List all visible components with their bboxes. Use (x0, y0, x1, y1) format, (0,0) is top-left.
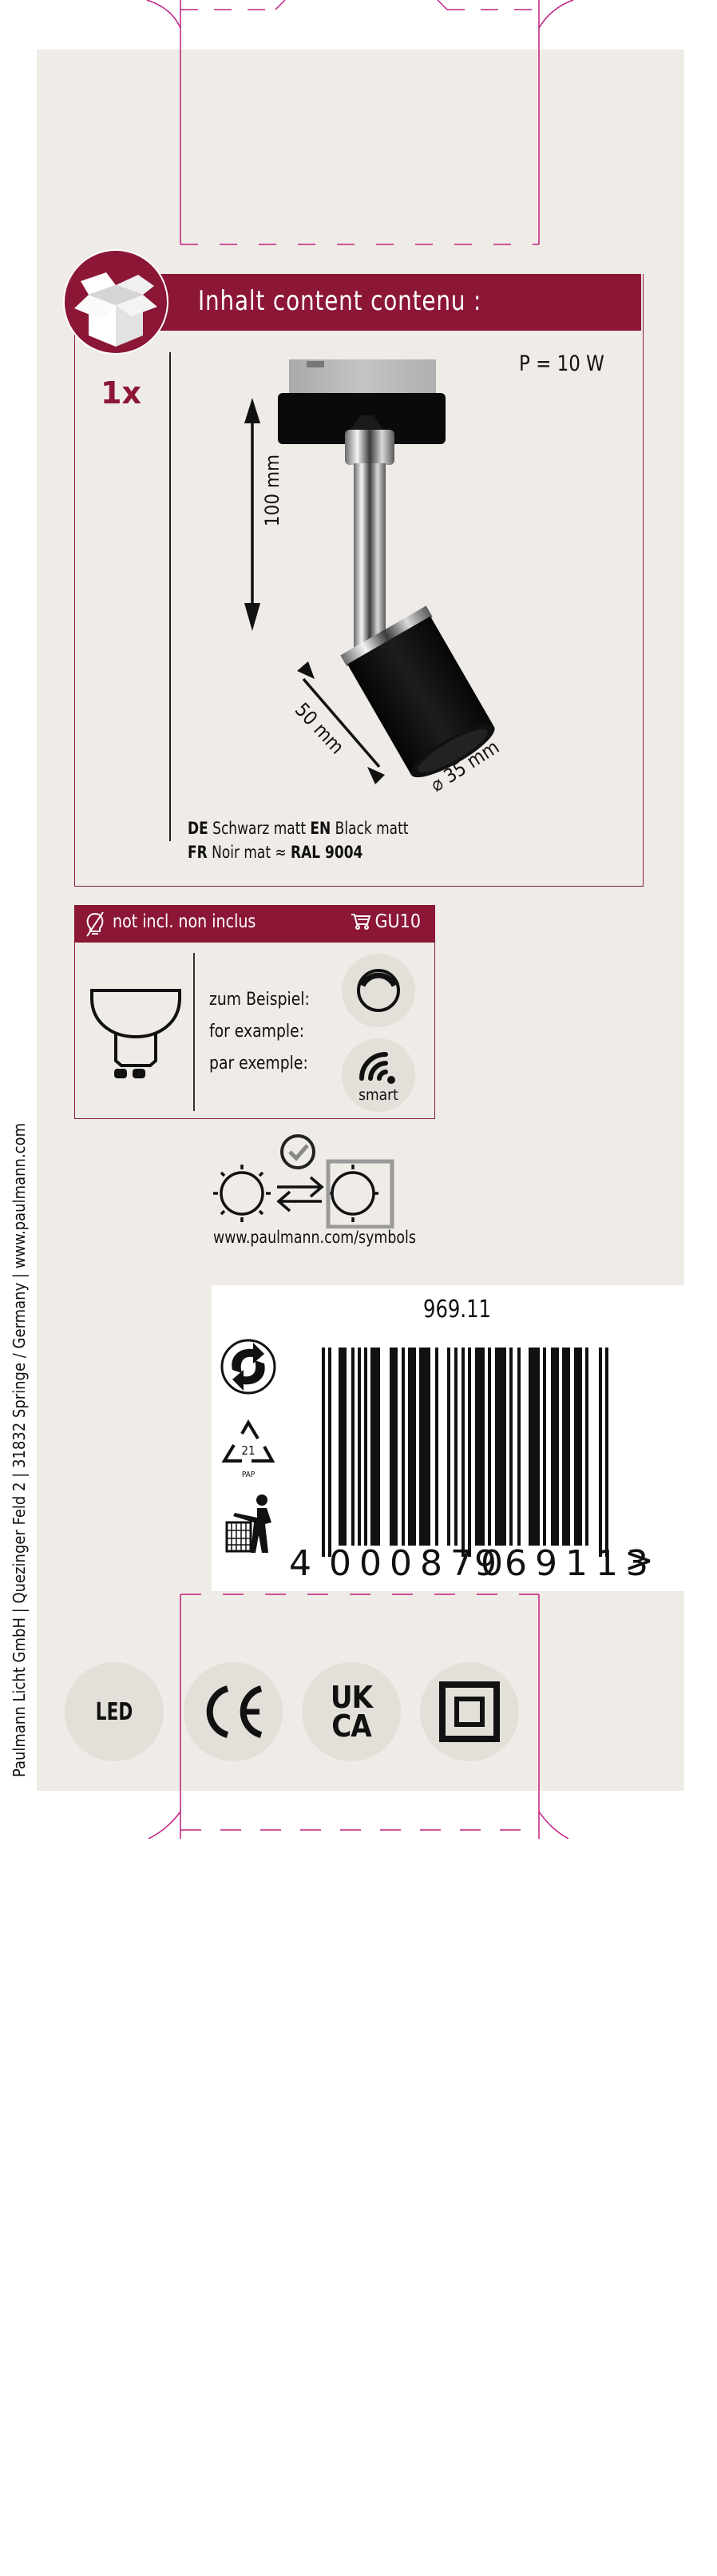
length-arrow (297, 661, 385, 784)
article-number: 969.11 (423, 1296, 491, 1324)
bulb-not-included-icon (86, 911, 104, 937)
ce-mark (184, 1662, 283, 1761)
recycling-pap-icon: 21 PAP (221, 1419, 275, 1479)
color-description: DE Schwarz matt EN Black matt FR Noir ma… (188, 819, 409, 862)
symbols-link[interactable]: www.paulmann.com/symbols (213, 1228, 416, 1247)
divider (169, 352, 171, 841)
dimmable-icon (342, 954, 415, 1027)
content-title: Inhalt content contenu : (198, 285, 482, 317)
bulb-header: not incl. non inclus GU10 (74, 905, 435, 943)
example-text: zum Beispiel: for example: par exemple: (209, 990, 310, 1074)
content-header (160, 274, 641, 331)
not-included-label: not incl. non inclus (113, 911, 256, 932)
svg-text:PAP: PAP (242, 1471, 256, 1479)
ce-icon (206, 1685, 263, 1738)
company-address: Paulmann Licht GmbH | Quezinger Feld 2 |… (10, 1122, 29, 1777)
box-icon (65, 251, 167, 353)
light-color-switch-icon (213, 1134, 394, 1228)
double-insulation-icon (439, 1681, 500, 1742)
ean-barcode (322, 1348, 608, 1557)
tidyman-disposal-icon (225, 1494, 271, 1553)
content-box (74, 274, 644, 887)
svg-text:21: 21 (241, 1443, 255, 1458)
green-dot-icon (220, 1339, 276, 1395)
quantity: 1x (101, 375, 141, 411)
spotlight-illustration (244, 359, 495, 784)
gu10-bulb-icon (90, 989, 181, 1078)
smart-icon: smart (342, 1038, 415, 1112)
power-rating: P = 10 W (519, 351, 604, 376)
led-cert: LED (65, 1662, 164, 1761)
height-dimension: 100 mm (261, 454, 283, 527)
divider (193, 953, 195, 1111)
height-arrow (244, 398, 260, 631)
socket-type: GU10 (351, 911, 421, 932)
class-ii-mark (420, 1662, 519, 1761)
cart-icon (351, 914, 371, 930)
